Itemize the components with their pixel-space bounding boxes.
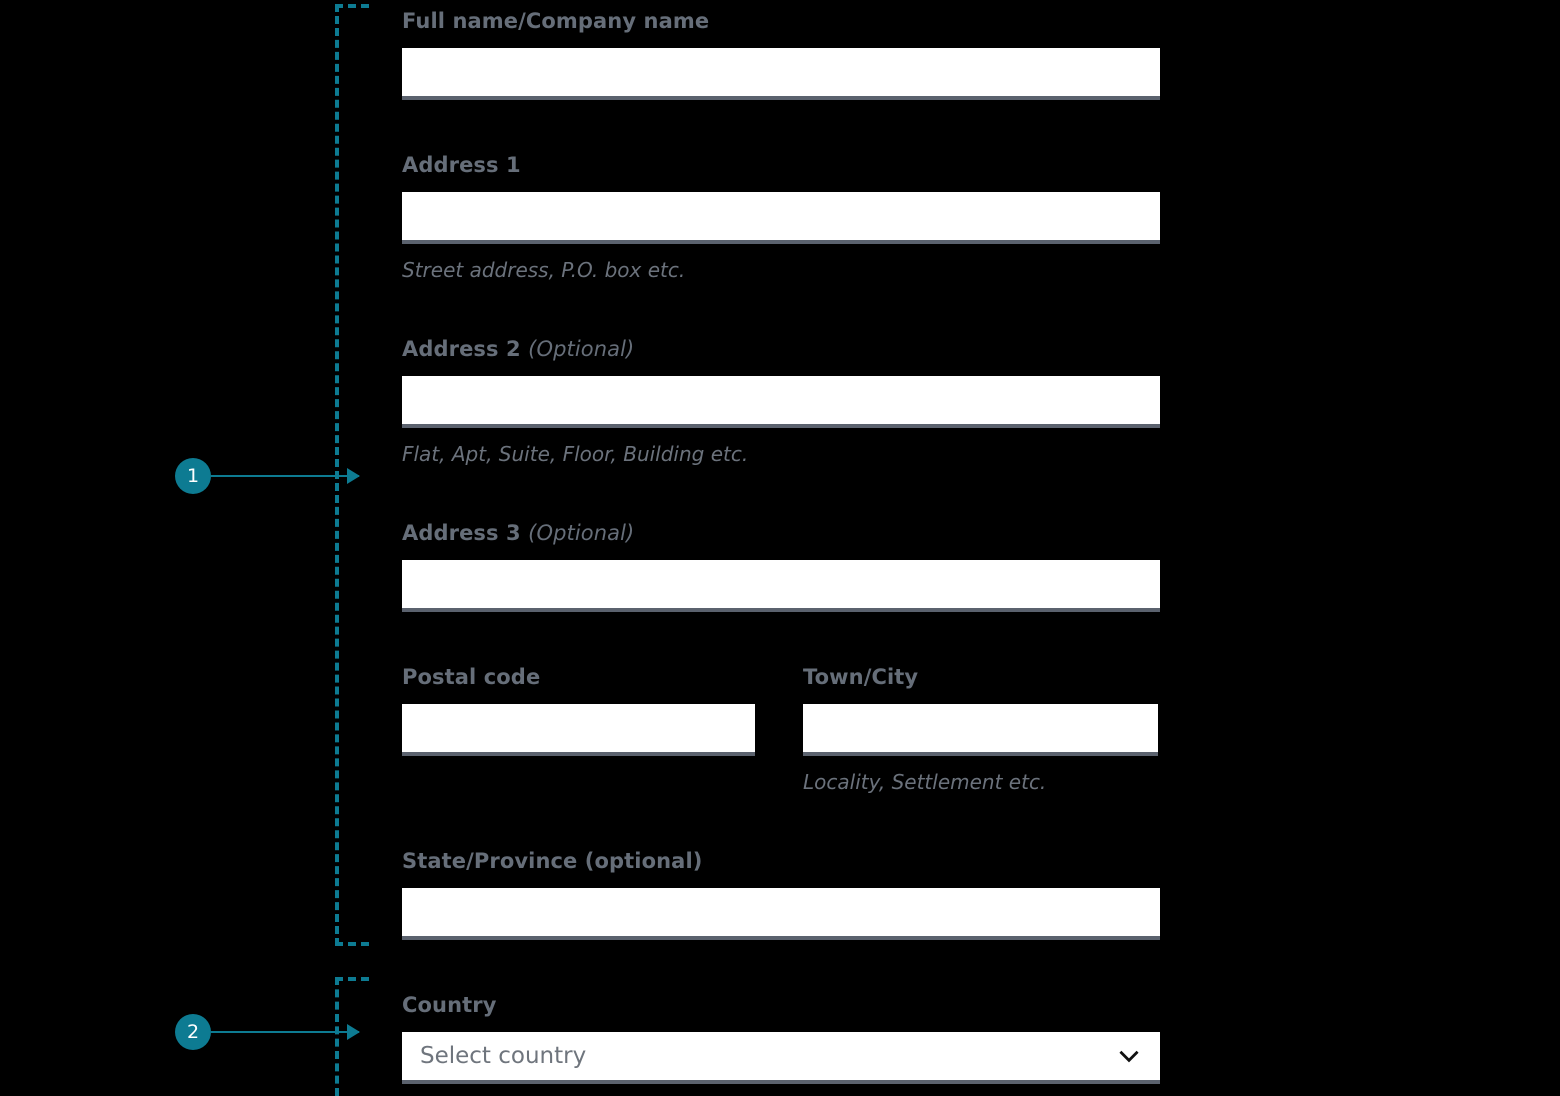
label-address-2-text: Address 2: [402, 337, 521, 361]
input-state-province[interactable]: [402, 888, 1160, 941]
callout-badge-1: 1: [175, 458, 211, 494]
callout-marker-1: 1: [175, 458, 359, 494]
country-select-wrapper: Select country: [402, 1032, 1160, 1085]
callout-badge-2: 2: [175, 1014, 211, 1050]
label-address-2: Address 2 (Optional): [402, 336, 1160, 362]
input-town-city[interactable]: [803, 704, 1158, 757]
field-full-name: Full name/Company name: [402, 8, 1160, 101]
label-address-1: Address 1: [402, 153, 521, 177]
label-address-2-optional: (Optional): [528, 337, 635, 361]
input-address-2[interactable]: [402, 376, 1160, 429]
helper-address-2: Flat, Apt, Suite, Floor, Building etc.: [402, 442, 749, 467]
dotted-region-address-group: [335, 4, 371, 946]
helper-address-1: Street address, P.O. box etc.: [402, 258, 686, 283]
dotted-edge-left: [335, 4, 339, 946]
callout-arrow-1: [211, 475, 359, 477]
field-address-2: Address 2 (Optional) Flat, Apt, Suite, F…: [402, 336, 1160, 467]
callout-marker-2: 2: [175, 1014, 359, 1050]
label-state-province: State/Province (optional): [402, 849, 703, 873]
label-postal-code: Postal code: [402, 665, 541, 689]
country-select-placeholder: Select country: [420, 1043, 587, 1070]
dotted-edge-bottom: [335, 942, 369, 946]
input-full-name[interactable]: [402, 48, 1160, 101]
field-town-city: Town/City Locality, Settlement etc.: [803, 664, 1158, 795]
dotted-edge-top: [335, 977, 369, 981]
field-address-1: Address 1 Street address, P.O. box etc.: [402, 152, 1160, 283]
chevron-down-icon: [1119, 1051, 1139, 1063]
label-town-city: Town/City: [803, 665, 919, 689]
helper-town-city: Locality, Settlement etc.: [803, 770, 1047, 795]
field-country: Country Select country: [402, 992, 1160, 1085]
field-address-3: Address 3 (Optional): [402, 520, 1160, 613]
field-postal-code: Postal code: [402, 664, 755, 757]
label-country: Country: [402, 993, 497, 1017]
label-address-3-text: Address 3: [402, 521, 521, 545]
country-select[interactable]: Select country: [402, 1032, 1160, 1085]
callout-arrow-2: [211, 1031, 359, 1033]
label-full-name: Full name/Company name: [402, 9, 710, 33]
label-address-3-optional: (Optional): [528, 521, 635, 545]
dotted-region-country-group: [335, 977, 371, 1096]
dotted-edge-left: [335, 977, 339, 1096]
input-address-1[interactable]: [402, 192, 1160, 245]
input-address-3[interactable]: [402, 560, 1160, 613]
input-postal-code[interactable]: [402, 704, 755, 757]
dotted-edge-top: [335, 4, 369, 8]
label-address-3: Address 3 (Optional): [402, 520, 1160, 546]
field-state-province: State/Province (optional): [402, 848, 1160, 941]
